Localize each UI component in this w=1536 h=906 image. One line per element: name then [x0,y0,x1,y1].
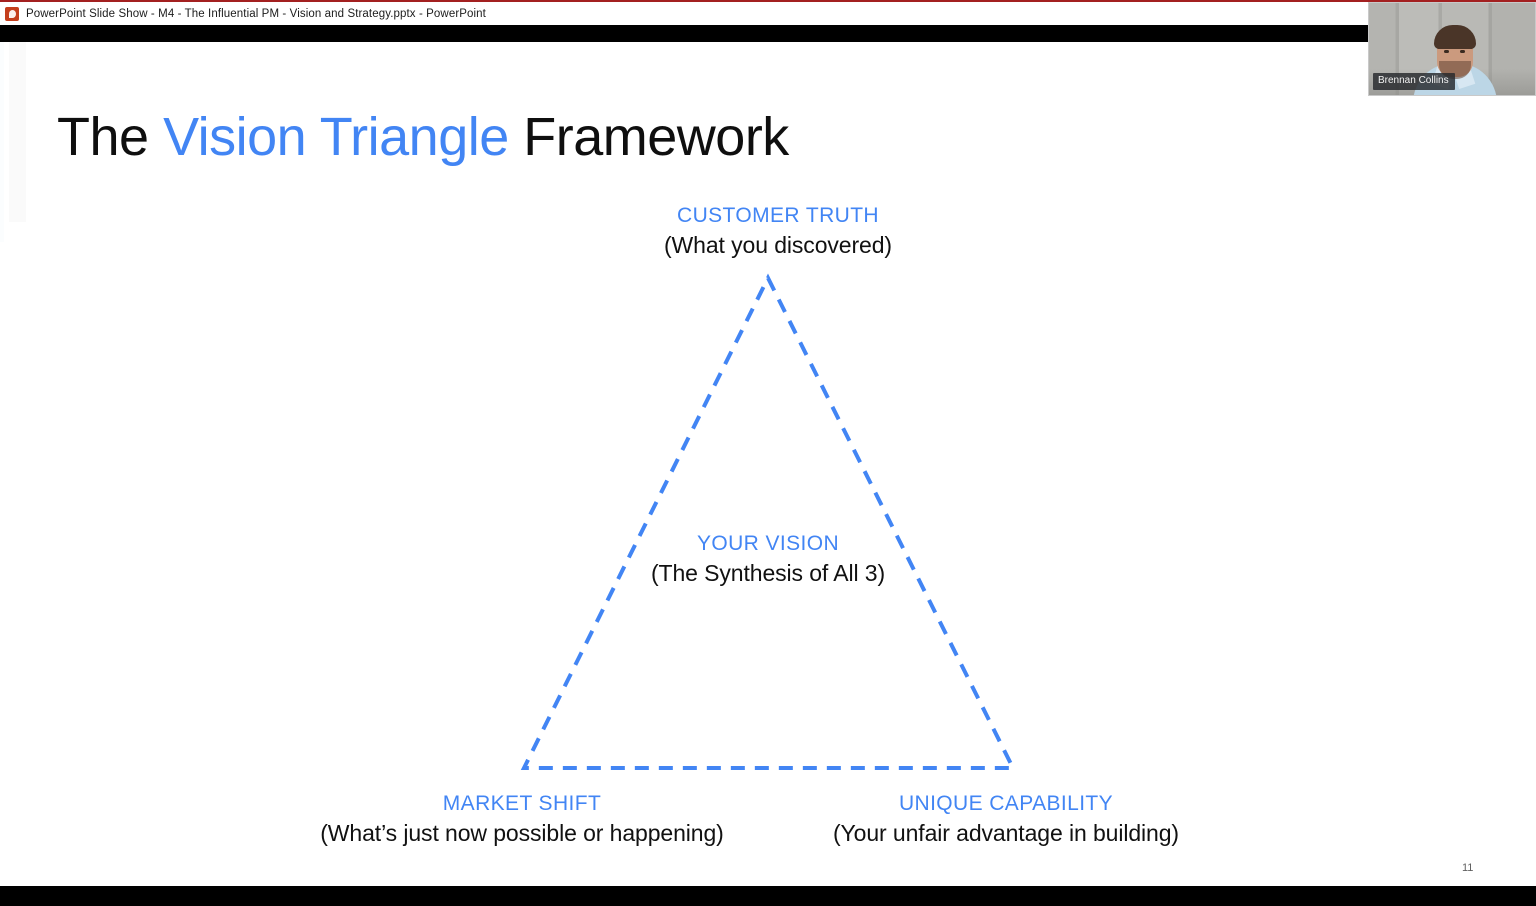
slide-canvas: The Vision Triangle Framework CUSTOMER T… [0,42,1536,887]
vertex-subtitle-customer-truth: (What you discovered) [664,231,892,258]
capture-edge-artifact-a [0,42,4,242]
vertex-title-unique-capability: UNIQUE CAPABILITY [898,792,1114,815]
vertex-subtitle-market-shift: (What’s just now possible or happening) [320,819,724,846]
webcam-person-hair [1434,25,1476,49]
letterbox-band-bottom [0,886,1536,906]
vision-triangle-diagram [520,273,1017,770]
webcam-person-eye-right [1460,50,1465,53]
title-suffix: Framework [508,107,789,168]
slide-number: 11 [1462,862,1474,874]
vertex-title-customer-truth: CUSTOMER TRUTH [677,204,879,227]
vertex-label-customer-truth: CUSTOMER TRUTH (What you discovered) [578,204,978,258]
vertex-title-your-vision: YOUR VISION [696,532,840,555]
title-accent: Vision Triangle [163,107,509,168]
title-prefix: The [57,107,164,168]
vertex-subtitle-your-vision: (The Synthesis of All 3) [650,559,886,586]
webcam-participant-name: Brennan Collins [1373,73,1455,90]
webcam-video-overlay[interactable]: Brennan Collins [1368,2,1536,96]
vertex-subtitle-unique-capability: (Your unfair advantage in building) [832,819,1179,846]
powerpoint-titlebar: PowerPoint Slide Show - M4 - The Influen… [0,0,1536,25]
powerpoint-icon [5,6,19,21]
page-title: The Vision Triangle Framework [57,106,789,168]
webcam-person-eye-left [1444,50,1449,53]
window-title: PowerPoint Slide Show - M4 - The Influen… [26,7,486,20]
vertex-label-your-vision: YOUR VISION (The Synthesis of All 3) [578,532,958,586]
vertex-title-market-shift: MARKET SHIFT [442,792,602,815]
dashed-triangle-shape [520,273,1017,770]
letterbox-band-top [0,25,1536,42]
vertex-label-unique-capability: UNIQUE CAPABILITY (Your unfair advantage… [820,792,1192,846]
vertex-label-market-shift: MARKET SHIFT (What’s just now possible o… [310,792,734,846]
capture-edge-artifact-b [9,42,26,222]
